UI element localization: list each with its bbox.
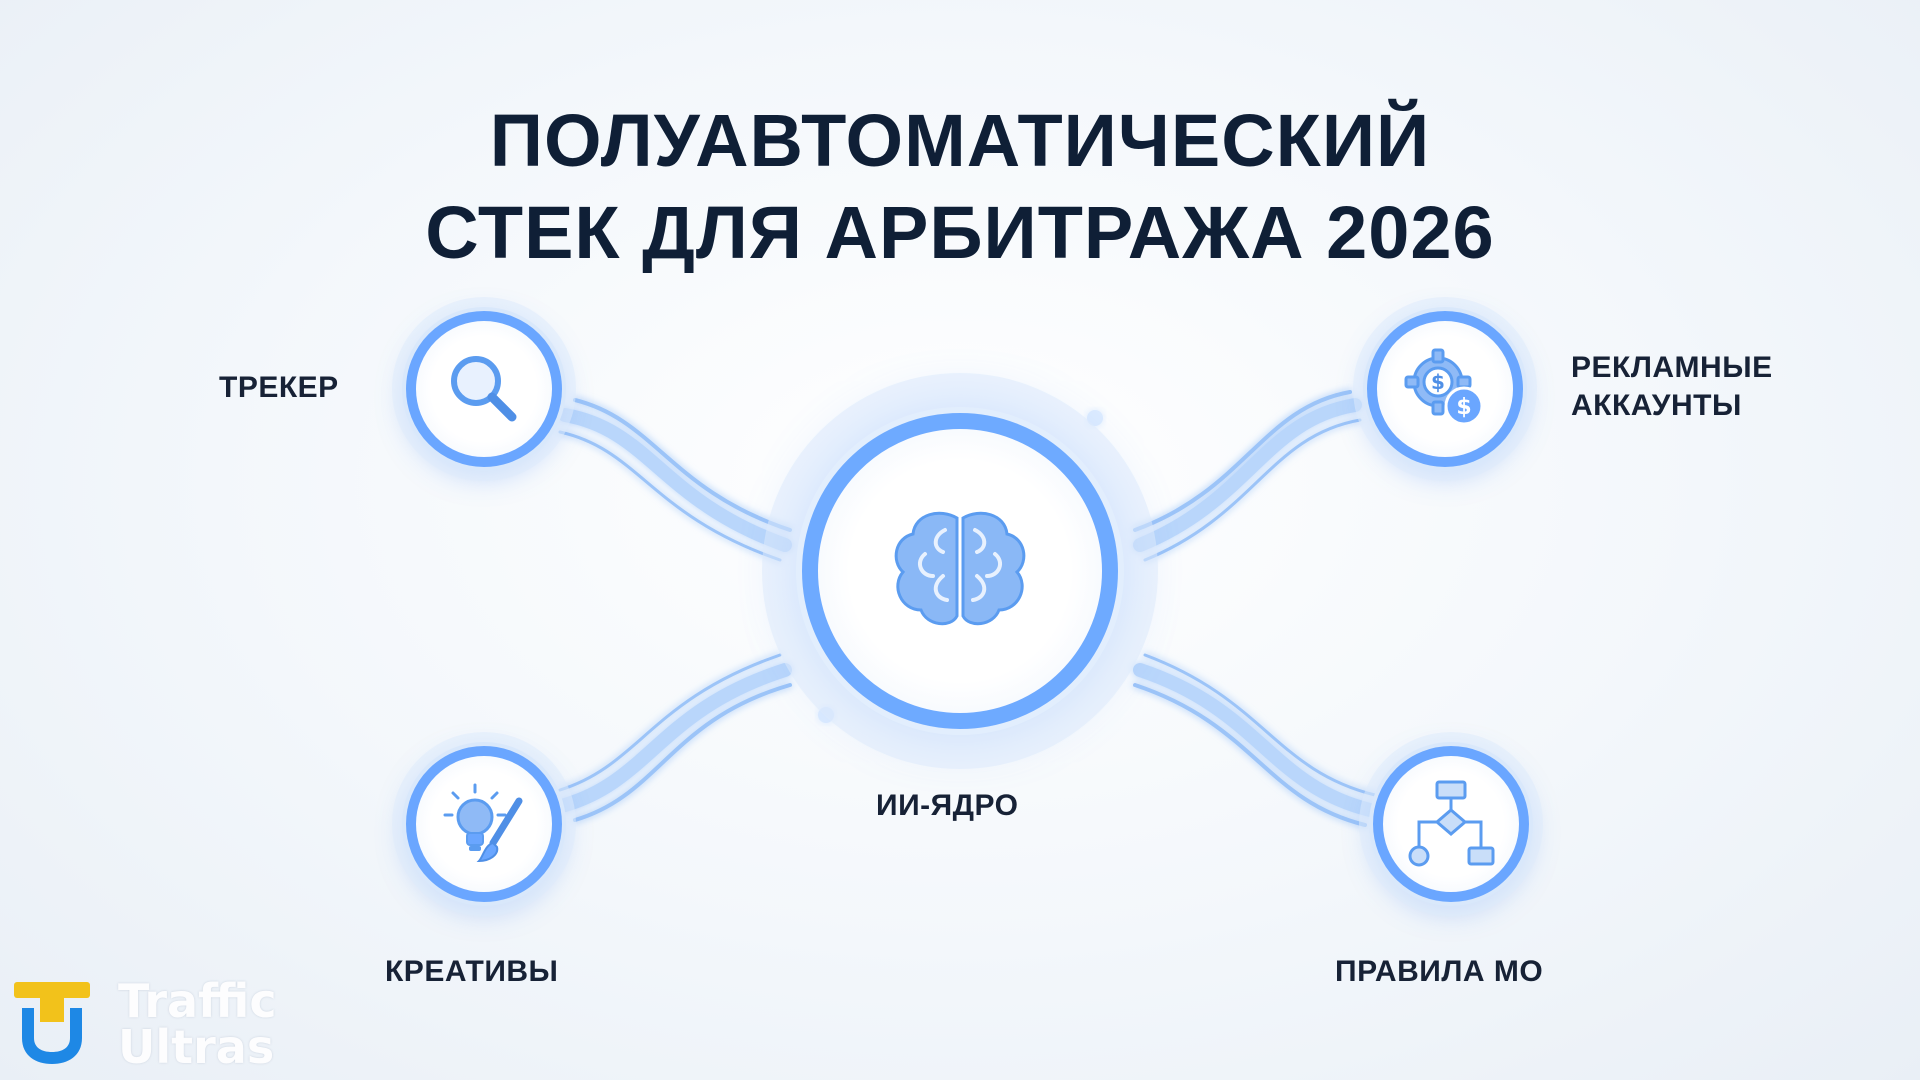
tracker-node: [406, 311, 562, 467]
brand-line-1: Traffic: [118, 974, 277, 1028]
ml-rules-label: ПРАВИЛА МО: [1335, 955, 1544, 988]
ml-rules-node: [1373, 746, 1529, 902]
ad-accounts-label: РЕКЛАМНЫЕ АККАУНТЫ: [1571, 349, 1773, 425]
title-line-2: СТЕК ДЛЯ АРБИТРАЖА 2026: [425, 191, 1495, 274]
svg-text:$: $: [1431, 370, 1445, 394]
magnifier-icon: [451, 356, 517, 422]
ad-accounts-label-line-2: АККАУНТЫ: [1571, 389, 1742, 422]
brand-name: Traffic Ultras: [118, 978, 277, 1070]
brain-icon: [894, 511, 1026, 626]
ai-core-node: [802, 413, 1118, 729]
creatives-label: КРЕАТИВЫ: [385, 955, 559, 988]
tu-logo-icon: [14, 982, 90, 1064]
ad-accounts-label-line-1: РЕКЛАМНЫЕ: [1571, 351, 1773, 384]
title-line-1: ПОЛУАВТОМАТИЧЕСКИЙ: [489, 99, 1431, 182]
svg-text:$: $: [1456, 395, 1471, 420]
page-title: ПОЛУАВТОМАТИЧЕСКИЙ СТЕК ДЛЯ АРБИТРАЖА 20…: [0, 95, 1920, 279]
tracker-label: ТРЕКЕР: [219, 371, 339, 404]
ad-accounts-node: $ $: [1367, 311, 1523, 467]
flowchart-icon: [1408, 780, 1495, 867]
lightbulb-brush-icon: [443, 783, 523, 863]
ai-core-label: ИИ-ЯДРО: [876, 789, 1019, 822]
brand-line-2: Ultras: [118, 1020, 275, 1074]
gear-dollar-icon: $ $: [1404, 348, 1484, 426]
creatives-node: [406, 746, 562, 902]
